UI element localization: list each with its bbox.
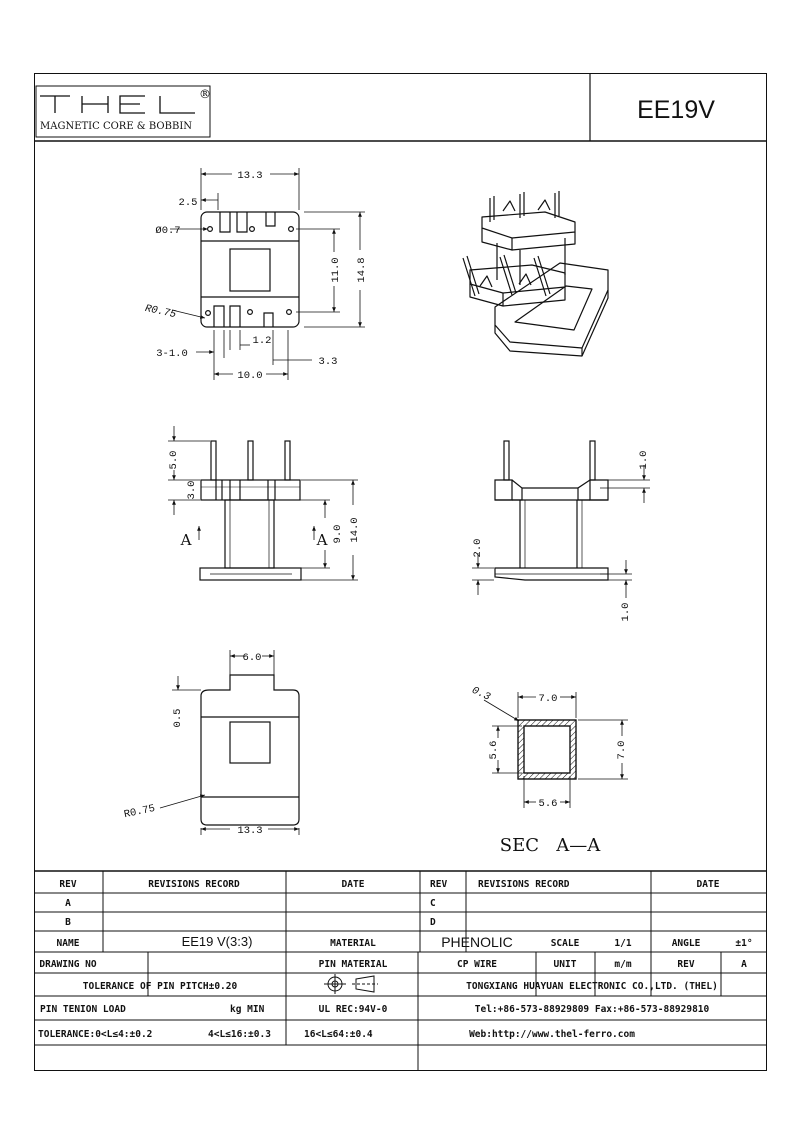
front-view <box>168 426 358 581</box>
dim-section-inner-w: 5.6 <box>539 798 558 810</box>
part-number: EE19V <box>637 96 715 124</box>
dim-top-hole: Ø0.7 <box>155 225 180 237</box>
side-view <box>472 440 650 598</box>
dim-front-flange: 3.0 <box>186 481 198 500</box>
dim-top-gap: 1.2 <box>253 335 272 347</box>
dim-section-corner: 0.3 <box>470 685 492 704</box>
date-header-right: DATE <box>697 879 720 890</box>
dim-section-outer-w: 7.0 <box>539 693 558 705</box>
dim-top-width: 13.3 <box>237 170 262 182</box>
kg-min-label: kg MIN <box>230 1004 265 1015</box>
drawing-sheet <box>34 73 767 1071</box>
projection-symbol-icon <box>324 974 378 994</box>
company-web: Web:http://www.thel-ferro.com <box>469 1029 635 1040</box>
material-value: PHENOLIC <box>441 934 513 950</box>
dim-top-radius: R0.75 <box>144 303 178 321</box>
name-value: EE19 V(3:3) <box>182 934 253 949</box>
unit-value: m/m <box>614 959 631 970</box>
section-title: SEC A—A <box>500 835 601 856</box>
header: ® MAGNETIC CORE & BOBBIN EE19V <box>34 73 767 142</box>
dim-bottom-notch: 0.5 <box>172 709 184 728</box>
dim-top-inner: 11.0 <box>330 257 342 282</box>
dim-side-mid: 2.0 <box>472 539 484 558</box>
dim-section-inner-h: 5.6 <box>488 741 500 760</box>
front-view-dimensions: 5.0 3.0 9.0 14.0 A A <box>168 451 361 549</box>
registered-mark: ® <box>199 87 211 101</box>
dim-front-core: 9.0 <box>332 525 344 544</box>
dim-bottom-width: 6.0 <box>243 652 262 664</box>
pin-tension-label: PIN TENION LOAD <box>40 1004 126 1015</box>
company-name: TONGXIANG HUAYUAN ELECTRONIC CO.,LTD. (T… <box>466 981 718 992</box>
revisions-header-left: REVISIONS RECORD <box>148 879 240 890</box>
dim-top-offset: 3.3 <box>319 356 338 368</box>
rev-header-left: REV <box>59 879 76 890</box>
date-header-left: DATE <box>342 879 365 890</box>
rev-d: D <box>430 917 436 928</box>
title-block-grid <box>34 870 767 1071</box>
pin-material-label: PIN MATERIAL <box>319 959 388 970</box>
dim-top-height: 14.8 <box>356 257 368 282</box>
material-label: MATERIAL <box>330 938 376 949</box>
unit-label: UNIT <box>554 959 577 970</box>
top-view <box>170 168 365 380</box>
ul-rec: UL REC:94V-0 <box>319 1004 388 1015</box>
bottom-view-dimensions: 6.0 0.5 R0.75 13.3 <box>123 652 263 837</box>
tolerance-c: 16<L≤64:±0.4 <box>304 1029 373 1040</box>
name-label: NAME <box>57 938 80 949</box>
rev-value: A <box>741 959 747 970</box>
rev-c: C <box>430 898 436 909</box>
dim-top-edge: 2.5 <box>179 197 198 209</box>
logo-subtitle: MAGNETIC CORE & BOBBIN <box>40 121 192 132</box>
dim-side-top: 1.0 <box>638 451 650 470</box>
dim-top-pin-span: 10.0 <box>237 370 262 382</box>
dim-bottom-total: 13.3 <box>237 825 262 837</box>
top-view-dimensions: 13.3 2.5 Ø0.7 11.0 14.8 R0.75 3-1.0 1.2 … <box>144 170 368 382</box>
isometric-view <box>462 191 609 357</box>
dim-bottom-radius: R0.75 <box>123 803 156 821</box>
rev-a: A <box>65 898 71 909</box>
logo-box <box>35 85 211 138</box>
pin-material-value: CP WIRE <box>457 959 497 970</box>
scale-label: SCALE <box>551 938 580 949</box>
rev-label: REV <box>677 959 694 970</box>
section-marker-right: A <box>316 531 328 549</box>
section-view-dimensions: 0.3 7.0 5.6 7.0 5.6 SEC A—A <box>470 685 628 856</box>
revisions-header-right: REVISIONS RECORD <box>478 879 570 890</box>
dim-front-pin: 5.0 <box>168 451 180 470</box>
angle-value: ±1° <box>735 938 752 949</box>
thel-logo <box>40 95 195 114</box>
section-view <box>483 692 628 808</box>
tolerance-pitch: TOLERANCE OF PIN PITCH±0.20 <box>83 981 238 992</box>
side-view-dimensions: 1.0 2.0 1.0 <box>472 451 650 622</box>
bottom-view <box>159 650 300 835</box>
title-block: REV REVISIONS RECORD DATE REV REVISIONS … <box>38 879 753 1040</box>
drawing-no-label: DRAWING NO <box>39 959 96 970</box>
section-marker-left: A <box>180 531 192 549</box>
scale-value: 1/1 <box>614 938 631 949</box>
dim-section-outer-h: 7.0 <box>616 741 628 760</box>
tolerance-a: TOLERANCE:0<L≤4:±0.2 <box>38 1029 152 1040</box>
dim-front-total: 14.0 <box>349 517 361 542</box>
company-tel: Tel:+86-573-88929809 Fax:+86-573-8892981… <box>475 1004 710 1015</box>
rev-header-right: REV <box>430 879 447 890</box>
tolerance-b: 4<L≤16:±0.3 <box>208 1029 271 1040</box>
rev-b: B <box>65 917 71 928</box>
angle-label: ANGLE <box>672 938 701 949</box>
dim-top-slot: 3-1.0 <box>156 348 188 360</box>
dim-side-bottom: 1.0 <box>620 603 632 622</box>
